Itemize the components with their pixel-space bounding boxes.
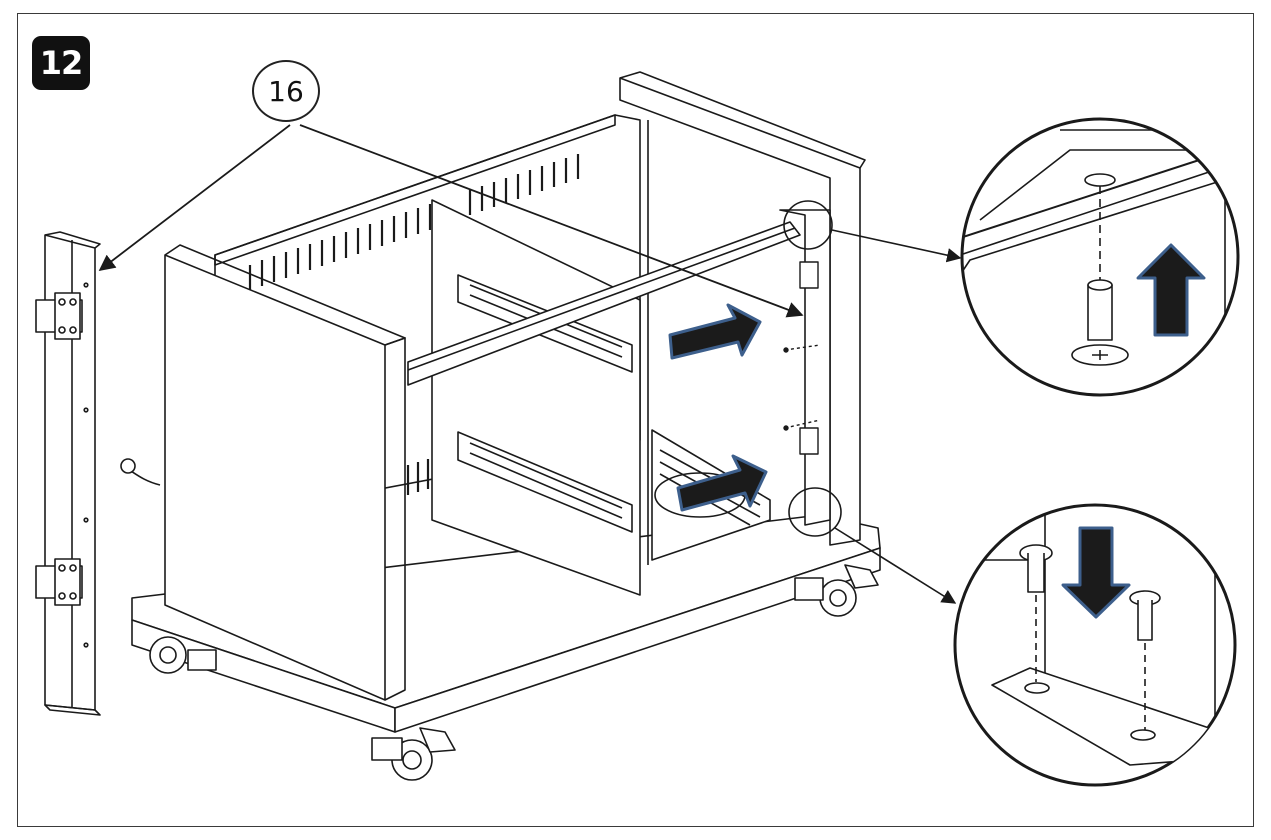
caster-back-right [794, 564, 879, 617]
detail-marker-bottom [788, 487, 957, 604]
side-panel-part [35, 231, 101, 716]
part-number-callout: 16 [252, 60, 320, 122]
front-left-panel [164, 244, 406, 701]
diagram-frame [17, 13, 1254, 827]
block-arrow-icon-lower [676, 454, 768, 512]
block-arrow-up-icon [1136, 243, 1206, 337]
top-cross-beam [407, 221, 801, 386]
block-arrow-icon-upper [668, 303, 762, 360]
magnified-detail-screw-down-icon [953, 503, 1237, 787]
screws-on-post [783, 261, 821, 455]
step-number-badge: 12 [32, 36, 90, 90]
magnified-detail-screw-up-icon [960, 117, 1240, 397]
drawer-slide-lower [457, 431, 633, 533]
hinge-upper [35, 292, 83, 340]
callout-leaders [98, 124, 804, 318]
vent-slots [248, 154, 580, 495]
detail-marker-top [783, 200, 962, 263]
block-arrow-down-icon [1061, 526, 1131, 619]
caster-front-right [371, 727, 456, 781]
hinge-lower [35, 558, 83, 606]
caster-front-left [149, 636, 217, 674]
